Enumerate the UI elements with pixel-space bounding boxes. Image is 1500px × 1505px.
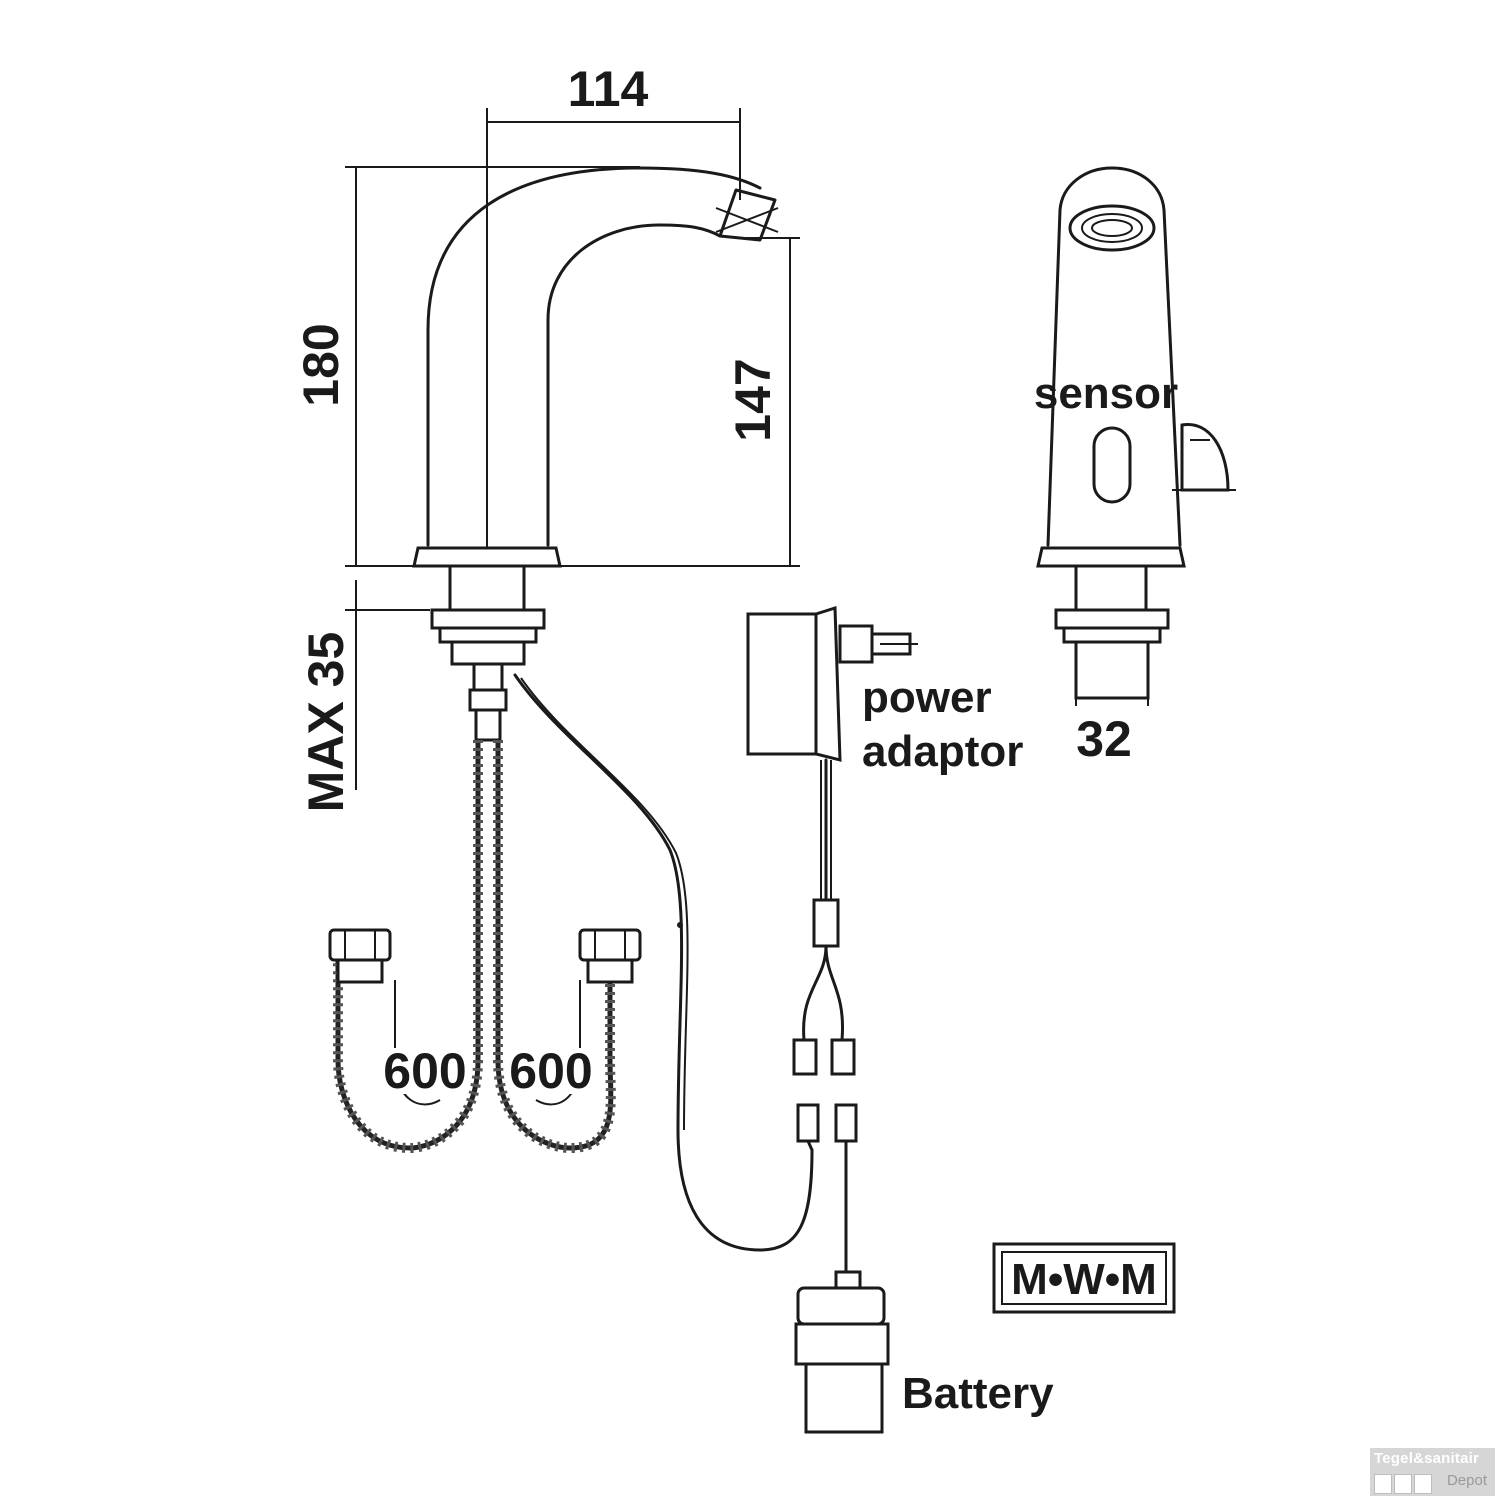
dimension-spout-reach: 114 <box>486 61 741 210</box>
watermark-sub: Depot <box>1446 1472 1487 1489</box>
battery-label: Battery <box>902 1369 1054 1418</box>
battery-pack: Battery <box>794 1270 1054 1434</box>
dim-max35-label: MAX 35 <box>298 632 354 813</box>
certification-mark-text: M•W•M <box>1011 1255 1157 1304</box>
hose-left-length-label: 600 <box>383 1043 466 1099</box>
faucet-side-view <box>412 166 779 742</box>
dimension-total-height: 180 <box>293 166 640 567</box>
faucet-front-view: sensor 32 <box>1034 166 1236 767</box>
dim-147-label: 147 <box>725 358 781 441</box>
dimension-outlet-height: 147 <box>555 237 800 567</box>
watermark-brand: Tegel&sanitair <box>1374 1450 1480 1467</box>
dimension-max-deck: MAX 35 <box>298 580 430 812</box>
power-adaptor-label-line2: adaptor <box>862 727 1023 776</box>
dim-32-label: 32 <box>1076 711 1132 767</box>
sensor-cable <box>513 673 814 1252</box>
certification-mark: M•W•M <box>992 1242 1176 1314</box>
watermark-tile-icon <box>1414 1474 1432 1494</box>
watermark-tile-icon <box>1394 1474 1412 1494</box>
brand-watermark: Tegel&sanitair Depot <box>1370 1448 1495 1496</box>
sensor-label: sensor <box>1034 369 1178 418</box>
hose-assembly: 600 600 <box>328 740 642 1154</box>
power-adaptor: power adaptor <box>746 605 1023 1282</box>
power-adaptor-label-line1: power <box>862 673 992 722</box>
hose-right-length-label: 600 <box>509 1043 592 1099</box>
dim-114-label: 114 <box>568 61 649 117</box>
watermark-tile-icon <box>1374 1474 1392 1494</box>
dim-180-label: 180 <box>293 323 349 406</box>
